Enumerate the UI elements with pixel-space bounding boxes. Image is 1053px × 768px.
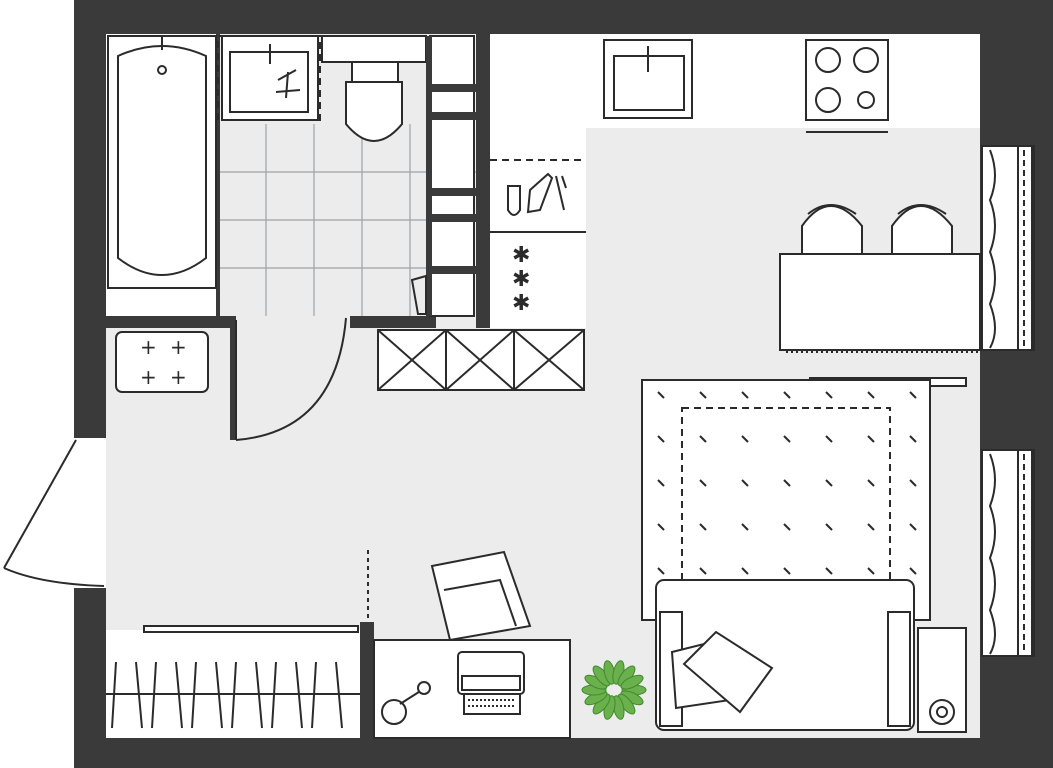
hanger (335, 661, 343, 729)
rug-pattern-mark (741, 567, 749, 575)
rug-pattern-mark (909, 435, 917, 443)
hanger (255, 661, 263, 729)
rug-pattern-mark (909, 479, 917, 487)
overhead-cabinets (377, 329, 585, 391)
rug-pattern-mark (825, 391, 833, 399)
cooktop (805, 39, 889, 133)
rug-pattern-mark (741, 479, 749, 487)
rug-pattern-mark (699, 479, 707, 487)
rug-pattern-mark (909, 391, 917, 399)
rug-pattern-mark (741, 435, 749, 443)
shoe-cabinet: + + + + (115, 331, 209, 393)
speaker (917, 627, 967, 733)
rug-pattern-mark (657, 391, 665, 399)
armchair (430, 550, 532, 642)
svg-text:+: + (170, 365, 187, 389)
svg-text:+: + (140, 335, 157, 359)
rug-pattern-mark (825, 567, 833, 575)
rug-pattern-mark (699, 435, 707, 443)
bathroom-sink (217, 35, 321, 121)
rug-pattern-mark (741, 523, 749, 531)
rug-pattern-mark (867, 435, 875, 443)
rug-pattern-mark (699, 523, 707, 531)
lamp (381, 681, 431, 725)
hanger (231, 661, 237, 729)
rug-pattern-mark (783, 435, 791, 443)
rug-pattern-mark (783, 391, 791, 399)
hanger (311, 661, 317, 729)
svg-text:+: + (140, 365, 157, 389)
rug-pattern-mark (783, 523, 791, 531)
hanger (111, 661, 117, 729)
svg-text:✱: ✱ (512, 267, 530, 292)
rug-pattern-mark (825, 435, 833, 443)
rug-pattern-mark (909, 567, 917, 575)
rug-pattern-mark (657, 435, 665, 443)
kitchen-sink (603, 39, 693, 119)
freezer: ✱ ✱ ✱ (512, 243, 530, 316)
rug-pattern-mark (825, 479, 833, 487)
rug-pattern-mark (657, 479, 665, 487)
hanger (271, 661, 277, 729)
svg-text:✱: ✱ (512, 243, 530, 268)
rug-pattern-mark (825, 523, 833, 531)
rug-pattern-mark (699, 567, 707, 575)
rug-pattern-mark (783, 567, 791, 575)
svg-text:✱: ✱ (512, 291, 530, 316)
rug-pattern-mark (657, 523, 665, 531)
rug-pattern-mark (783, 479, 791, 487)
hanger (135, 661, 143, 729)
rug-pattern-mark (699, 391, 707, 399)
rug-pattern-mark (741, 391, 749, 399)
hanger (191, 661, 197, 729)
windows (981, 145, 1035, 657)
dish-rack (490, 159, 586, 233)
pillows (670, 630, 774, 714)
bathroom-door (235, 317, 347, 441)
hanger (215, 661, 223, 729)
toilet (321, 35, 427, 142)
bathtub (107, 35, 217, 289)
laptop (457, 651, 525, 715)
hanger (151, 661, 157, 729)
rug-pattern-mark (867, 391, 875, 399)
wardrobe (106, 625, 360, 738)
hanger (295, 661, 303, 729)
rug-pattern-mark (867, 567, 875, 575)
hanger (175, 661, 183, 729)
shelving-unit (410, 35, 476, 317)
svg-text:+: + (170, 335, 187, 359)
rug-pattern-mark (867, 479, 875, 487)
dining-table (779, 253, 981, 353)
dining-chairs (801, 204, 953, 255)
plant-leaf (620, 674, 644, 690)
rug-pattern-mark (909, 523, 917, 531)
rug-pattern-mark (657, 567, 665, 575)
plant (581, 660, 647, 720)
rug-pattern-mark (867, 523, 875, 531)
entry-door (3, 439, 105, 587)
